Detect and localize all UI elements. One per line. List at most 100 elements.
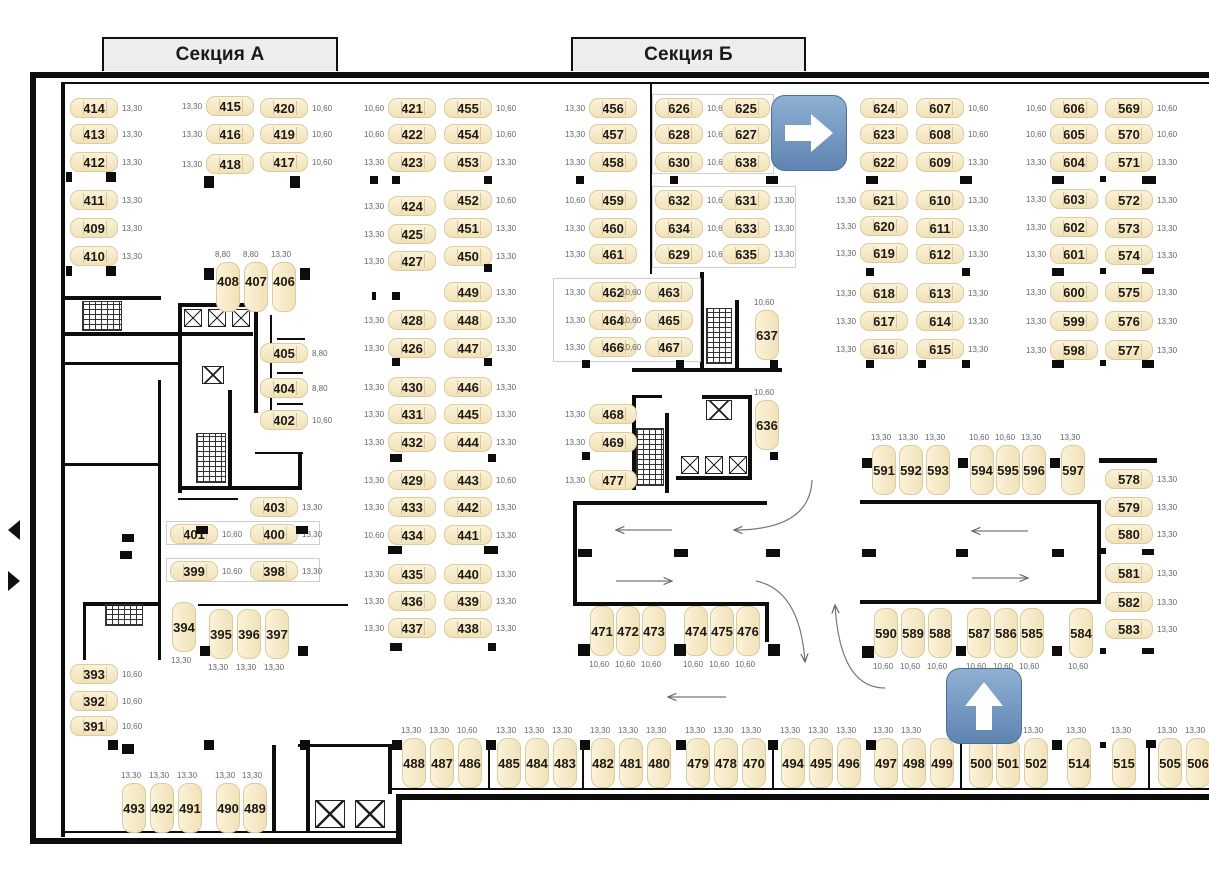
- parking-spot-488[interactable]: [402, 738, 426, 788]
- parking-spot-485[interactable]: [497, 738, 521, 788]
- parking-spot-404[interactable]: 404: [260, 378, 308, 398]
- parking-spot-599[interactable]: 599: [1050, 311, 1098, 331]
- parking-spot-414[interactable]: 414: [70, 98, 118, 118]
- parking-spot-450[interactable]: 450: [444, 246, 492, 266]
- parking-spot-448[interactable]: 448: [444, 310, 492, 330]
- parking-spot-408[interactable]: [216, 262, 240, 312]
- parking-spot-613[interactable]: 613: [916, 283, 964, 303]
- parking-spot-633[interactable]: 633: [722, 218, 770, 238]
- parking-spot-479[interactable]: [686, 738, 710, 788]
- parking-spot-608[interactable]: 608: [916, 124, 964, 144]
- parking-spot-632[interactable]: 632: [655, 190, 703, 210]
- triangle-left-icon[interactable]: [8, 520, 20, 540]
- parking-spot-619[interactable]: 619: [860, 243, 908, 263]
- parking-spot-444[interactable]: 444: [444, 432, 492, 452]
- parking-spot-584[interactable]: [1069, 608, 1093, 658]
- parking-spot-609[interactable]: 609: [916, 152, 964, 172]
- parking-spot-491[interactable]: [178, 783, 202, 833]
- parking-spot-474[interactable]: [684, 606, 708, 656]
- parking-spot-426[interactable]: 426: [388, 338, 436, 358]
- parking-spot-402[interactable]: 402: [260, 410, 308, 430]
- parking-spot-592[interactable]: [899, 445, 923, 495]
- parking-spot-626[interactable]: 626: [655, 98, 703, 118]
- parking-spot-490[interactable]: [216, 783, 240, 833]
- parking-spot-483[interactable]: [553, 738, 577, 788]
- parking-spot-476[interactable]: [736, 606, 760, 656]
- parking-spot-611[interactable]: 611: [916, 218, 964, 238]
- parking-spot-621[interactable]: 621: [860, 190, 908, 210]
- parking-spot-440[interactable]: 440: [444, 564, 492, 584]
- parking-spot-614[interactable]: 614: [916, 311, 964, 331]
- parking-spot-601[interactable]: 601: [1050, 244, 1098, 264]
- parking-spot-411[interactable]: 411: [70, 190, 118, 210]
- parking-spot-455[interactable]: 455: [444, 98, 492, 118]
- parking-spot-463[interactable]: 463: [645, 282, 693, 302]
- parking-spot-482[interactable]: [591, 738, 615, 788]
- parking-spot-484[interactable]: [525, 738, 549, 788]
- parking-spot-415[interactable]: 415: [206, 96, 254, 116]
- parking-spot-612[interactable]: 612: [916, 244, 964, 264]
- parking-spot-449[interactable]: 449: [444, 282, 492, 302]
- parking-spot-437[interactable]: 437: [388, 618, 436, 638]
- parking-spot-630[interactable]: 630: [655, 152, 703, 172]
- parking-spot-591[interactable]: [872, 445, 896, 495]
- parking-spot-393[interactable]: 393: [70, 664, 118, 684]
- parking-spot-419[interactable]: 419: [260, 124, 308, 144]
- parking-spot-400[interactable]: 400: [250, 524, 298, 544]
- parking-spot-492[interactable]: [150, 783, 174, 833]
- parking-spot-506[interactable]: [1186, 738, 1209, 788]
- parking-spot-396[interactable]: [237, 609, 261, 659]
- parking-spot-625[interactable]: 625: [722, 98, 770, 118]
- parking-spot-403[interactable]: 403: [250, 497, 298, 517]
- parking-spot-572[interactable]: 572: [1105, 190, 1153, 210]
- parking-spot-493[interactable]: [122, 783, 146, 833]
- parking-spot-436[interactable]: 436: [388, 591, 436, 611]
- parking-spot-502[interactable]: [1024, 738, 1048, 788]
- parking-spot-425[interactable]: 425: [388, 224, 436, 244]
- parking-spot-575[interactable]: 575: [1105, 282, 1153, 302]
- parking-spot-470[interactable]: [742, 738, 766, 788]
- parking-spot-635[interactable]: 635: [722, 244, 770, 264]
- parking-spot-447[interactable]: 447: [444, 338, 492, 358]
- parking-spot-602[interactable]: 602: [1050, 217, 1098, 237]
- parking-spot-456[interactable]: 456: [589, 98, 637, 118]
- parking-spot-487[interactable]: [430, 738, 454, 788]
- parking-spot-607[interactable]: 607: [916, 98, 964, 118]
- parking-spot-585[interactable]: [1020, 608, 1044, 658]
- parking-spot-636[interactable]: [755, 400, 779, 450]
- parking-spot-498[interactable]: [902, 738, 926, 788]
- parking-spot-617[interactable]: 617: [860, 311, 908, 331]
- parking-spot-594[interactable]: [970, 445, 994, 495]
- parking-spot-445[interactable]: 445: [444, 404, 492, 424]
- parking-spot-432[interactable]: 432: [388, 432, 436, 452]
- parking-spot-596[interactable]: [1022, 445, 1046, 495]
- parking-spot-473[interactable]: [642, 606, 666, 656]
- parking-spot-634[interactable]: 634: [655, 218, 703, 238]
- parking-spot-412[interactable]: 412: [70, 152, 118, 172]
- parking-spot-573[interactable]: 573: [1105, 218, 1153, 238]
- parking-spot-574[interactable]: 574: [1105, 245, 1153, 265]
- parking-spot-576[interactable]: 576: [1105, 311, 1153, 331]
- parking-spot-452[interactable]: 452: [444, 190, 492, 210]
- parking-spot-583[interactable]: 583: [1105, 619, 1153, 639]
- parking-spot-442[interactable]: 442: [444, 497, 492, 517]
- parking-spot-458[interactable]: 458: [589, 152, 637, 172]
- parking-spot-604[interactable]: 604: [1050, 152, 1098, 172]
- parking-spot-597[interactable]: [1061, 445, 1085, 495]
- parking-spot-439[interactable]: 439: [444, 591, 492, 611]
- parking-spot-622[interactable]: 622: [860, 152, 908, 172]
- parking-spot-464[interactable]: 464: [589, 310, 637, 330]
- parking-spot-486[interactable]: [458, 738, 482, 788]
- parking-spot-443[interactable]: 443: [444, 470, 492, 490]
- parking-spot-569[interactable]: 569: [1105, 98, 1153, 118]
- parking-spot-587[interactable]: [967, 608, 991, 658]
- parking-spot-428[interactable]: 428: [388, 310, 436, 330]
- parking-spot-590[interactable]: [874, 608, 898, 658]
- parking-spot-579[interactable]: 579: [1105, 497, 1153, 517]
- parking-spot-423[interactable]: 423: [388, 152, 436, 172]
- parking-spot-603[interactable]: 603: [1050, 189, 1098, 209]
- parking-spot-399[interactable]: 399: [170, 561, 218, 581]
- parking-spot-589[interactable]: [901, 608, 925, 658]
- parking-spot-627[interactable]: 627: [722, 124, 770, 144]
- parking-spot-620[interactable]: 620: [860, 216, 908, 236]
